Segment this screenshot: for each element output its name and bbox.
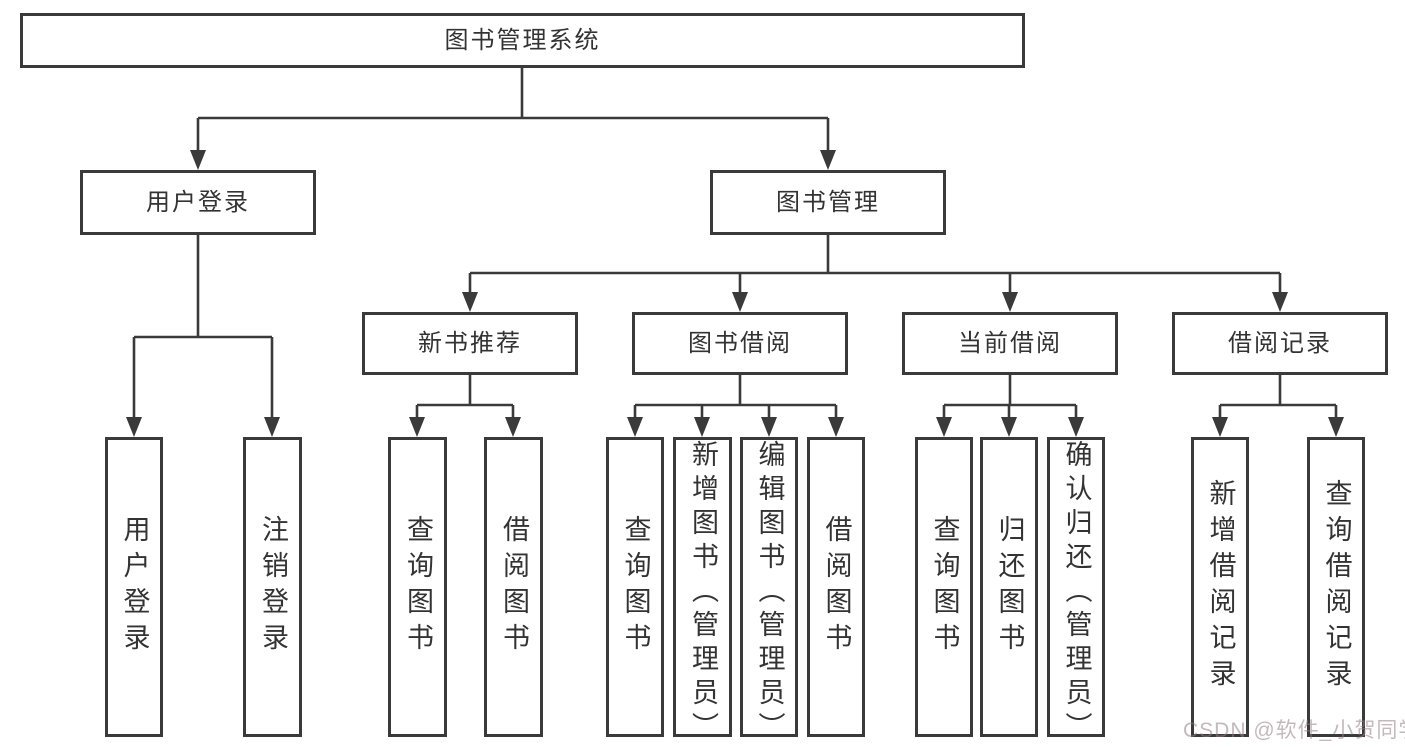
node-label: 用户登录 xyxy=(119,515,150,659)
node-borrow-books-borrowing: 借阅图书 xyxy=(807,437,865,737)
node-label: 借阅图书 xyxy=(821,515,852,659)
node-label: 查询图书 xyxy=(620,515,651,659)
node-book-borrowing: 图书借阅 xyxy=(632,312,848,375)
connector-path xyxy=(132,68,1338,422)
node-label: 借阅记录 xyxy=(1228,329,1332,357)
watermark: CSDN @软件_小贺同学 xyxy=(1183,719,1405,742)
node-borrow-books-recommend: 借阅图书 xyxy=(484,437,543,737)
node-add-books-admin: 新增图书（管理员） xyxy=(673,437,732,746)
node-label: 注销登录 xyxy=(258,515,288,659)
node-label: 新增借阅记录 xyxy=(1205,479,1236,695)
node-user-login-leaf: 用户登录 xyxy=(105,437,163,737)
node-label: 图书管理 xyxy=(776,188,880,216)
node-label: 借阅图书 xyxy=(499,515,529,659)
node-book-management: 图书管理 xyxy=(710,170,946,235)
node-label: 查询图书 xyxy=(403,515,433,659)
node-query-books-recommend: 查询图书 xyxy=(388,437,447,737)
node-label: 查询图书 xyxy=(929,515,960,659)
node-add-borrow-record: 新增借阅记录 xyxy=(1191,437,1249,737)
node-edit-books-admin: 编辑图书（管理员） xyxy=(740,437,798,746)
node-label: 新增图书（管理员） xyxy=(688,440,718,746)
node-label: 用户登录 xyxy=(146,188,250,216)
node-query-books-current: 查询图书 xyxy=(915,437,973,737)
node-new-book-recommendation: 新书推荐 xyxy=(362,312,578,375)
node-library-management-system: 图书管理系统 xyxy=(20,13,1025,68)
node-label: 图书管理系统 xyxy=(444,26,601,54)
node-label: 当前借阅 xyxy=(958,329,1062,357)
node-query-books-borrowing: 查询图书 xyxy=(606,437,664,737)
node-return-books: 归还图书 xyxy=(980,437,1038,737)
node-query-borrow-record: 查询借阅记录 xyxy=(1307,437,1365,737)
node-label: 查询借阅记录 xyxy=(1321,479,1352,695)
node-current-borrowing: 当前借阅 xyxy=(902,312,1118,375)
node-label: 确认归还（管理员） xyxy=(1061,440,1092,746)
node-confirm-return-admin: 确认归还（管理员） xyxy=(1047,437,1105,746)
node-label: 归还图书 xyxy=(994,515,1025,659)
arrowhead-icons xyxy=(126,150,1344,437)
node-label: 图书借阅 xyxy=(688,329,792,357)
node-label: 编辑图书（管理员） xyxy=(754,440,785,746)
node-borrowing-records: 借阅记录 xyxy=(1172,312,1388,375)
node-logout: 注销登录 xyxy=(243,437,302,737)
node-label: 新书推荐 xyxy=(418,329,522,357)
node-user-login: 用户登录 xyxy=(80,170,316,235)
